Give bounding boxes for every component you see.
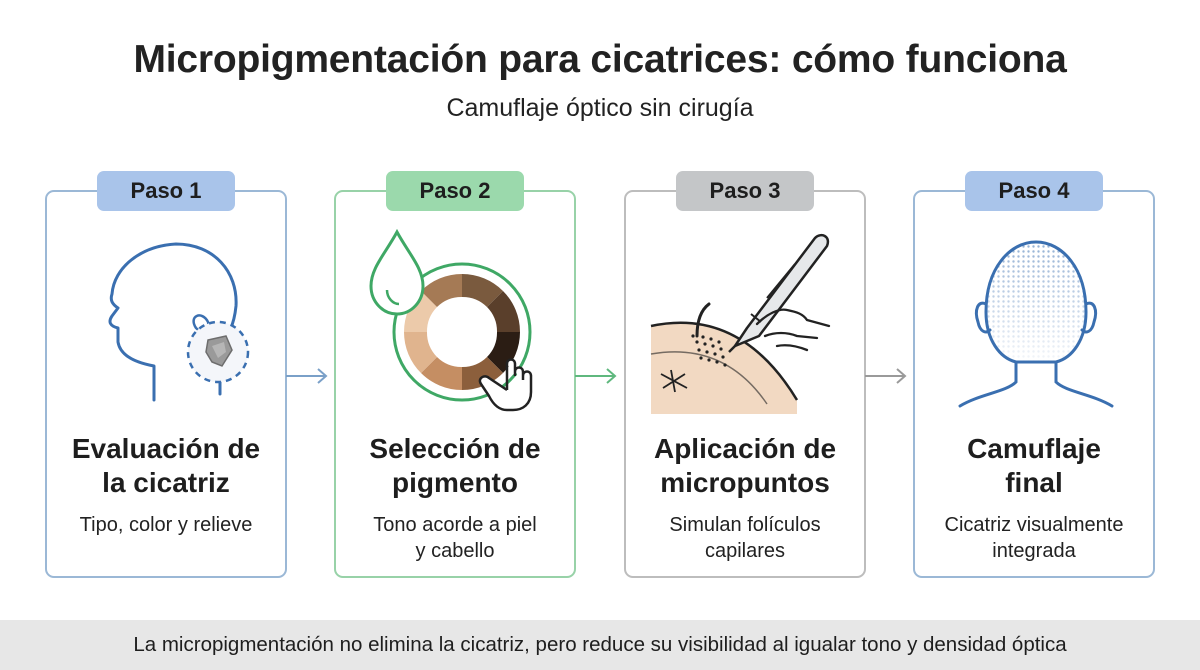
step-badge-1: Paso 1 bbox=[97, 171, 235, 211]
micropigmentation-pen-icon bbox=[650, 234, 831, 414]
head-profile-scar-icon bbox=[108, 242, 250, 402]
arrow-right-icon bbox=[575, 368, 617, 384]
step-desc-1: Tipo, color y relieve bbox=[79, 514, 253, 536]
page-title: Micropigmentación para cicatrices: cómo … bbox=[133, 38, 1067, 81]
step-badge-4: Paso 4 bbox=[965, 171, 1103, 211]
page-subtitle: Camuflaje óptico sin cirugía bbox=[446, 94, 754, 122]
step-badge-3: Paso 3 bbox=[676, 171, 814, 211]
footer-note: La micropigmentación no elimina la cicat… bbox=[0, 620, 1200, 670]
arrow-right-icon bbox=[865, 368, 907, 384]
step-badge-2: Paso 2 bbox=[386, 171, 524, 211]
pigment-color-wheel-icon bbox=[369, 228, 533, 412]
arrow-right-icon bbox=[286, 368, 328, 384]
head-back-camouflage-icon bbox=[958, 240, 1114, 408]
